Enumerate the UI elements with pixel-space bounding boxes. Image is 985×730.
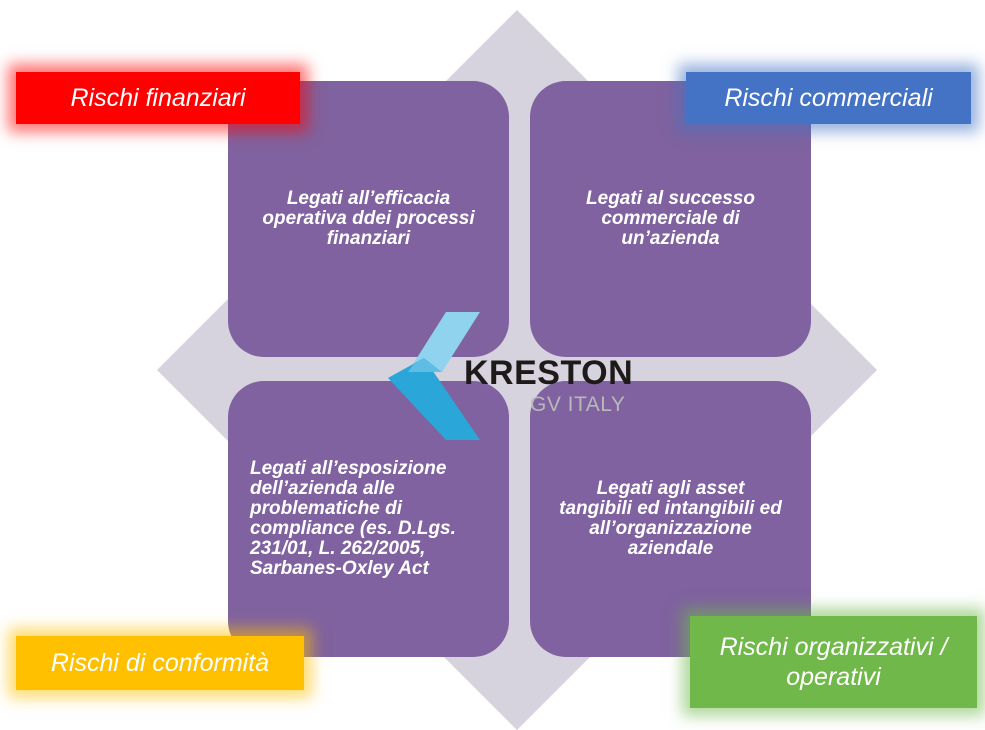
- label-commercial-risks: Rischi commerciali: [686, 72, 971, 124]
- logo-subtitle: GV ITALY: [530, 393, 626, 416]
- kreston-k-icon: [388, 312, 480, 440]
- label-compliance-risks: Rischi di conformità: [16, 636, 304, 690]
- logo-name: KRESTON: [464, 354, 634, 392]
- quadrant-commercial-text: Legati al successo commerciale di un’azi…: [586, 188, 755, 249]
- label-organizational-risks: Rischi organizzativi / operativi: [690, 616, 977, 708]
- quadrant-organizational: Legati agli asset tangibili ed intangibi…: [530, 381, 811, 657]
- quadrant-financial: Legati all’efficacia operativa ddei proc…: [228, 81, 509, 357]
- quadrant-compliance-text: Legati all’esposizione dell’azienda alle…: [250, 458, 456, 579]
- quadrant-financial-text: Legati all’efficacia operativa ddei proc…: [262, 188, 475, 249]
- quadrant-compliance: Legati all’esposizione dell’azienda alle…: [228, 381, 509, 657]
- quadrant-organizational-text: Legati agli asset tangibili ed intangibi…: [559, 478, 782, 559]
- label-financial-risks: Rischi finanziari: [16, 72, 300, 124]
- quadrant-commercial: Legati al successo commerciale di un’azi…: [530, 81, 811, 357]
- kreston-logo: KRESTON GV ITALY: [384, 310, 664, 440]
